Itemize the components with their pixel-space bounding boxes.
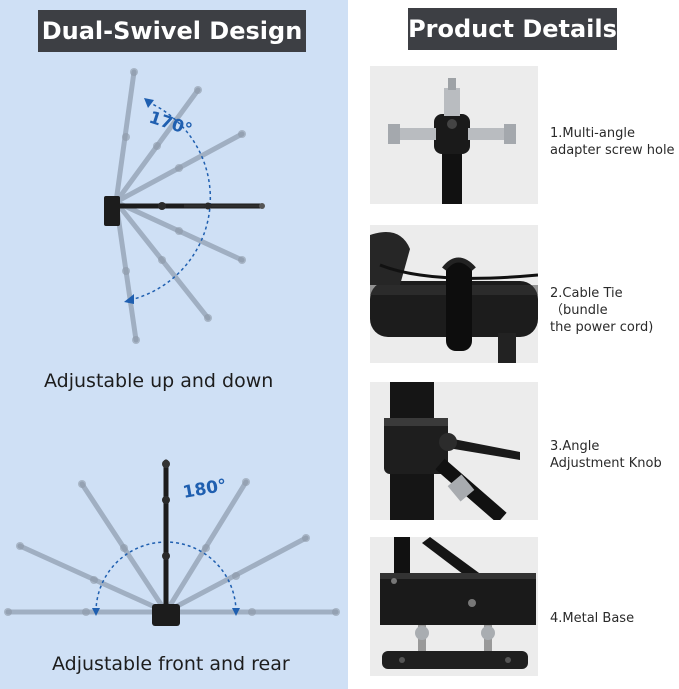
cable-tie-photo [370, 225, 538, 363]
detail-label-3-line2: Adjustment Knob [550, 456, 662, 471]
detail-label-2: 2.Cable Tie（bundle the power cord) [550, 285, 678, 336]
detail-label-4-line1: 4.Metal Base [550, 611, 635, 626]
front-rear-swivel-diagram: 180° [4, 459, 340, 626]
detail-label-1-line2: adapter screw hole [550, 143, 675, 158]
detail-label-2-line2: the power cord) [550, 320, 654, 335]
detail-label-4: 4.Metal Base [550, 610, 678, 627]
detail-label-3: 3.Angle Adjustment Knob [550, 438, 678, 472]
metal-base-photo [370, 537, 538, 676]
main-arm [104, 196, 265, 226]
main-stand [152, 459, 180, 626]
detail-label-2-line1: 2.Cable Tie（bundle [550, 286, 623, 318]
detail-label-1: 1.Multi-angle adapter screw hole [550, 125, 678, 159]
angle-label-bottom: 180° [181, 476, 228, 503]
adapter-screw-photo [370, 66, 538, 204]
detail-label-1-line1: 1.Multi-angle [550, 126, 635, 141]
fan-arrow-right [232, 608, 240, 616]
up-down-swivel-diagram: 170° [104, 68, 265, 344]
angle-label-top: 170° [146, 108, 194, 141]
caption-front-rear: Adjustable front and rear [52, 653, 290, 675]
faded-fan-joints [4, 478, 340, 616]
arc-arrow-bottom [124, 294, 134, 304]
dual-swivel-panel: Dual-Swivel Design [0, 0, 348, 689]
dual-swivel-title: Dual-Swivel Design [38, 10, 306, 52]
fan-arrow-left [92, 608, 100, 616]
product-details-panel: Product Details 1.Multi-angle adapter sc… [348, 0, 679, 689]
caption-up-down: Adjustable up and down [44, 370, 274, 392]
arc-arrow-top [144, 98, 154, 108]
faded-arm-joints [122, 68, 246, 344]
angle-knob-photo [370, 382, 538, 520]
detail-label-3-line1: 3.Angle [550, 439, 600, 454]
swivel-arc [129, 101, 212, 301]
faded-fan-arms [5, 479, 339, 615]
product-details-title: Product Details [408, 8, 617, 50]
